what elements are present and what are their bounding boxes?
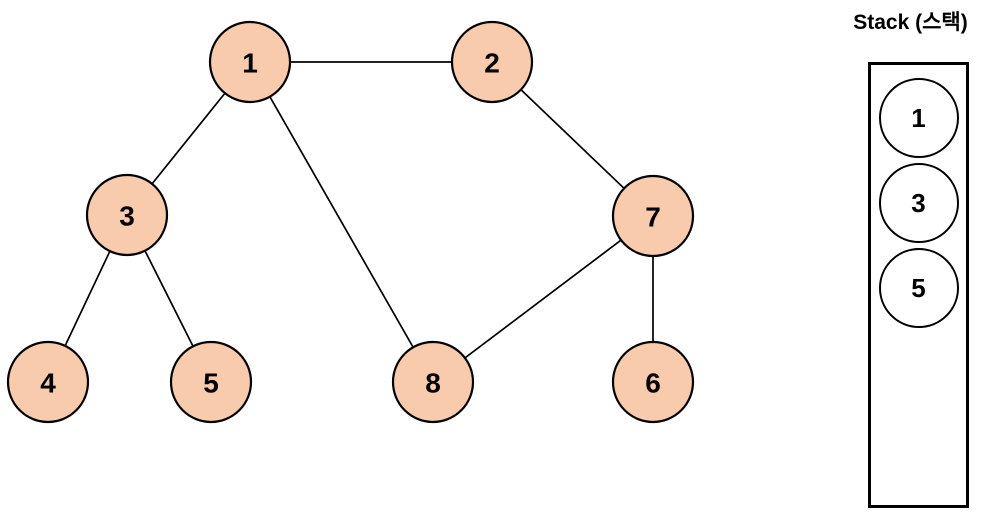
stack-item-3: 3 <box>878 163 959 243</box>
graph-node-6 <box>611 340 695 424</box>
stack-item-5: 5 <box>878 248 959 328</box>
graph-node-1 <box>208 20 292 104</box>
graph-node-3 <box>85 173 169 257</box>
stack-title: Stack (스택) <box>853 11 968 34</box>
graph-node-label-2: 2 <box>484 48 500 79</box>
graph-node-label-3: 3 <box>119 201 135 232</box>
graph-node-5 <box>169 340 253 424</box>
graph-node-label-7: 7 <box>645 202 661 233</box>
stack-item-1: 1 <box>878 78 959 158</box>
edge-7-8 <box>432 215 654 383</box>
graph-node-2 <box>450 20 534 104</box>
graph-node-label-4: 4 <box>40 368 56 399</box>
graph-node-label-1: 1 <box>242 48 258 79</box>
edge-1-8 <box>249 61 434 383</box>
graph-node-label-6: 6 <box>645 368 661 399</box>
graph-node-label-8: 8 <box>425 368 441 399</box>
graph-node-label-5: 5 <box>203 368 219 399</box>
graph-node-8 <box>391 340 475 424</box>
graph-node-4 <box>6 340 90 424</box>
graph-node-7 <box>611 174 695 258</box>
